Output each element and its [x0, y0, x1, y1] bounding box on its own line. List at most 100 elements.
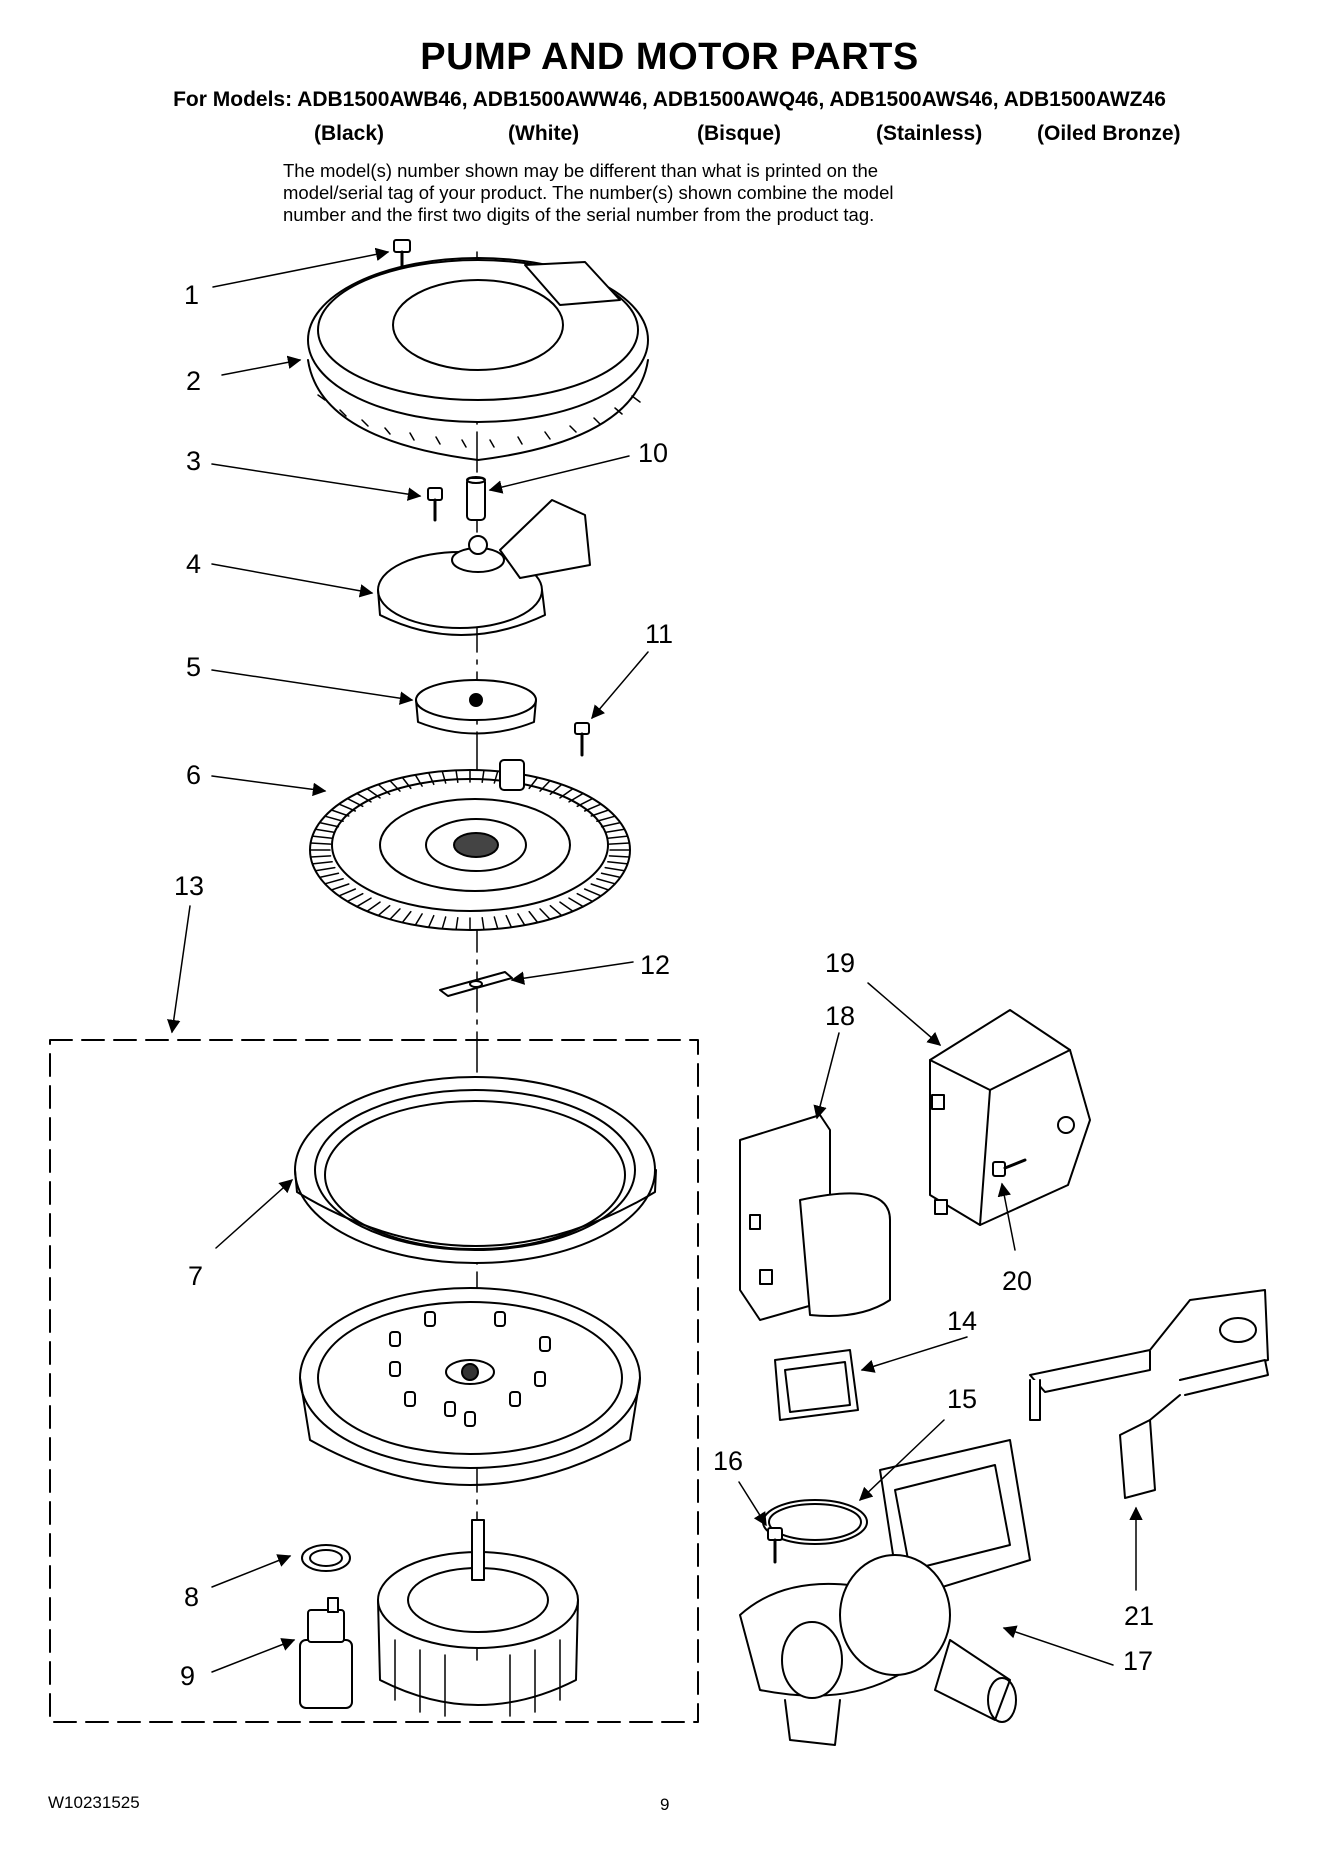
sump-peg [444, 1401, 456, 1417]
sump-fin [377, 904, 391, 917]
sump-peg [494, 1311, 506, 1327]
part-9-sensor [299, 1597, 353, 1709]
sump-peg [389, 1361, 401, 1377]
variant-bisque: (Bisque) [697, 122, 781, 145]
callout-21: 21 [1124, 1601, 1154, 1631]
sump-fin [607, 835, 629, 839]
part-14-adapter [774, 1349, 859, 1421]
sump-fin [314, 828, 336, 834]
callout-20: 20 [1002, 1266, 1032, 1296]
sump-fin [568, 897, 584, 908]
sump-fin [427, 771, 435, 786]
sump-fin [309, 855, 332, 858]
motor-assembly [377, 1519, 579, 1717]
sump-fin [600, 821, 622, 828]
callout-19: 19 [825, 948, 855, 978]
sump-fin [590, 883, 610, 891]
sump-peg [539, 1336, 551, 1352]
sump-fin [311, 861, 333, 865]
callout-12: 12 [640, 950, 670, 980]
sump-fin [505, 914, 513, 929]
sump-fin [401, 910, 412, 924]
variant-black: (Black) [314, 122, 385, 145]
part-18-bracket [739, 1114, 891, 1321]
sump-fin [324, 815, 344, 823]
page-number: 9 [660, 1795, 670, 1814]
part-21-mounting-bracket [1029, 1289, 1269, 1499]
sump-fin [517, 913, 526, 926]
part-13-assembly-box [49, 1039, 699, 1723]
part-3-screw [427, 487, 443, 522]
sump-fin [338, 888, 357, 897]
sump-fin [549, 783, 563, 796]
callout-11: 11 [645, 619, 673, 649]
callout-9: 9 [180, 1661, 195, 1691]
sump-fin [389, 908, 401, 921]
part-19-control-box [929, 1009, 1091, 1226]
callout-2: 2 [186, 366, 201, 396]
sump-fin [493, 916, 499, 930]
callout-7: 7 [188, 1261, 203, 1291]
part-11-screw [574, 722, 590, 757]
sump-fin [346, 797, 364, 808]
sump-fin [596, 815, 616, 823]
part-2-filter-housing [307, 257, 649, 461]
leader-arrows [167, 247, 1143, 1673]
callout-numbers: 1 2 3 4 5 6 7 8 9 10 11 12 13 14 15 16 1… [174, 280, 1154, 1691]
callout-15: 15 [947, 1384, 977, 1414]
sump-fin [493, 770, 499, 784]
part-6-sump-plate [309, 759, 631, 931]
sump-fin [389, 779, 401, 792]
sump-fin [559, 787, 574, 799]
part-10-pin [466, 476, 486, 521]
sump-fin [318, 872, 340, 879]
part-5-impeller [415, 679, 537, 735]
sump-fin [604, 828, 626, 834]
sump-peg [534, 1371, 546, 1387]
sump-peg [389, 1331, 401, 1347]
part-4-pump-housing [377, 499, 591, 636]
sump-fin [414, 774, 423, 787]
document-number: W10231525 [48, 1793, 140, 1812]
callout-17: 17 [1123, 1646, 1153, 1676]
sump-fin [346, 892, 364, 903]
sump-fin [330, 809, 350, 817]
callout-13: 13 [174, 871, 204, 901]
part-17-drain-pump [739, 1439, 1031, 1746]
callout-3: 3 [186, 446, 201, 476]
sump-fin [481, 769, 485, 784]
part-20-screw [992, 1158, 1027, 1177]
part-1-screw [393, 239, 411, 280]
sump-fin [600, 872, 622, 879]
sump-fin [528, 910, 539, 924]
sump-fin [455, 769, 459, 784]
sump-fin [576, 892, 594, 903]
lower-sump-body [299, 1287, 641, 1486]
sump-fin [441, 770, 447, 784]
sump-fin [583, 803, 602, 812]
disclaimer-line: model/serial tag of your product. The nu… [283, 182, 894, 203]
sump-peg [404, 1391, 416, 1407]
sump-fin [549, 904, 563, 917]
sump-fin [559, 901, 574, 913]
sump-fin [309, 842, 332, 845]
variant-oiled-bronze: (Oiled Bronze) [1037, 122, 1181, 145]
sump-fin [324, 877, 344, 885]
callout-1: 1 [184, 280, 199, 310]
sump-fin [377, 783, 391, 796]
part-12-gasket [439, 971, 513, 997]
sump-fin [539, 779, 551, 792]
sump-fin [608, 855, 631, 858]
sump-fin [441, 916, 447, 930]
sump-peg [424, 1311, 436, 1327]
callout-14: 14 [947, 1306, 977, 1336]
variant-stainless: (Stainless) [876, 122, 983, 145]
sump-fin [311, 835, 333, 839]
sump-fin [576, 797, 594, 808]
sump-fin [596, 877, 616, 885]
sump-fin [427, 914, 435, 929]
sump-fin [481, 916, 485, 931]
callout-5: 5 [186, 652, 201, 682]
disclaimer-line: The model(s) number shown may be differe… [283, 160, 879, 181]
sump-fin [314, 866, 336, 872]
